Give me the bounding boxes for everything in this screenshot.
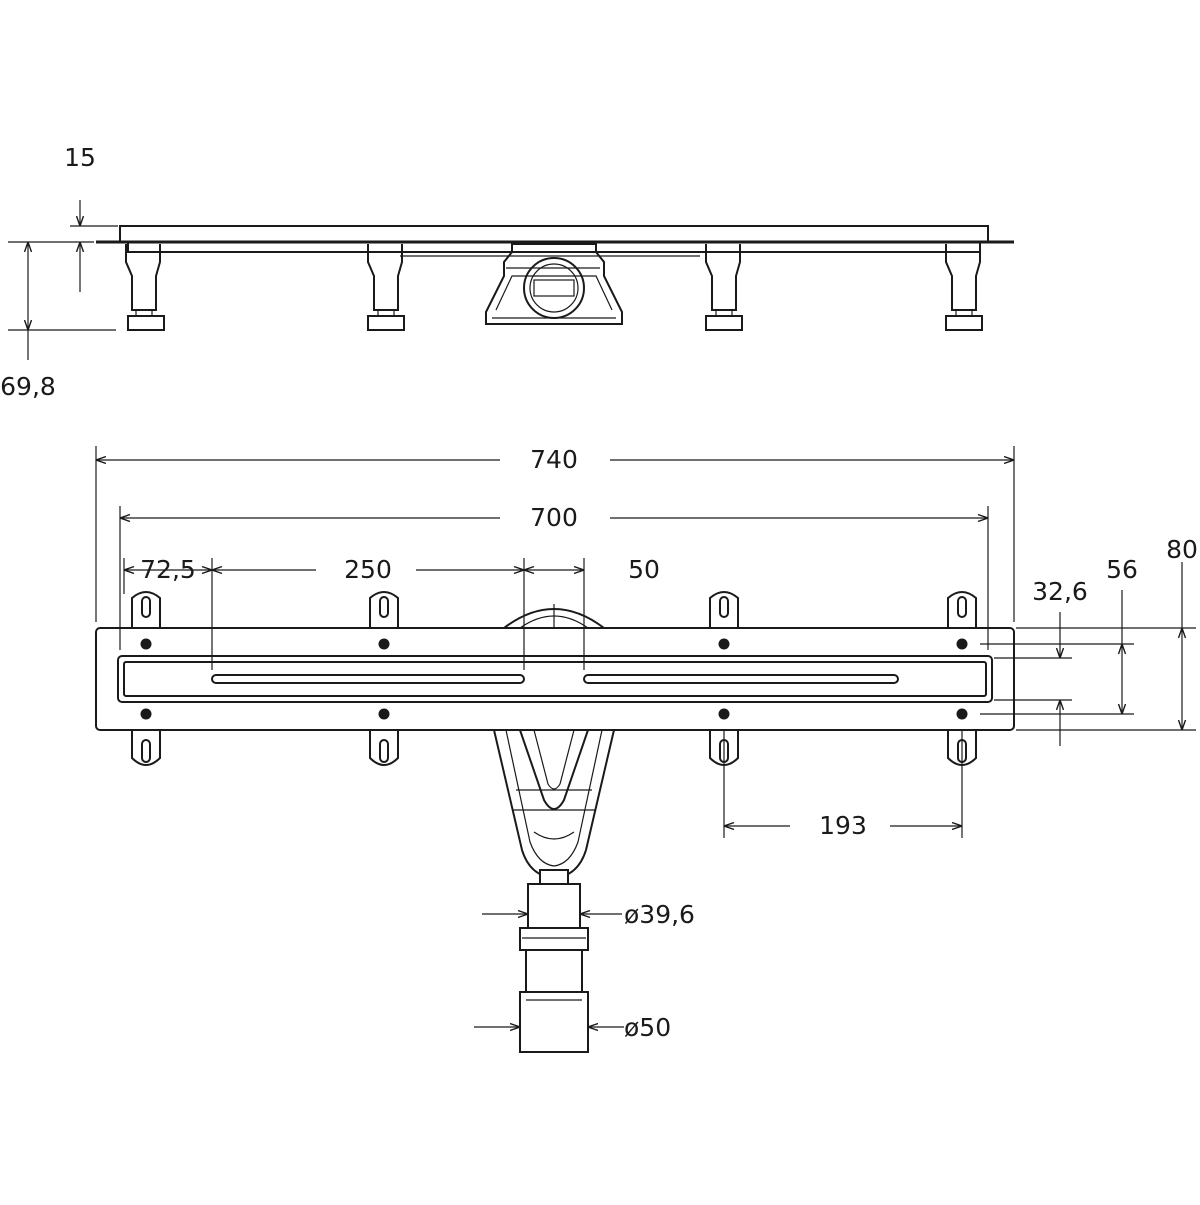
slot-right (583, 674, 899, 684)
dim-pipe-diameter: ø50 (474, 1013, 671, 1042)
dim-total-height-label: 69,8 (0, 372, 56, 401)
top-view: 740 700 72,5 250 50 (95, 445, 1198, 1053)
dim-leg-spacing: 193 (723, 730, 963, 840)
dim-pipe-diameter-label: ø50 (624, 1013, 671, 1042)
screw-holes (140, 638, 968, 720)
lugs-top (131, 591, 977, 628)
drain-channel (117, 655, 993, 703)
dim-grate-height: 15 (64, 143, 118, 292)
side-leg-2 (367, 244, 405, 331)
side-leg-3 (705, 244, 743, 331)
outlet-pipe-end (523, 257, 585, 319)
outlet-neck (527, 883, 581, 929)
dim-overall-width-label: 80 (1166, 535, 1198, 564)
pipe-adapter (519, 927, 589, 951)
drain-pipe (519, 991, 589, 1053)
dim-leg-spacing-label: 193 (819, 811, 867, 840)
dim-end-offset-label: 72,5 (140, 555, 196, 584)
dim-channel-length: 700 (119, 503, 989, 650)
dim-grate-height-label: 15 (64, 143, 96, 172)
side-view: 15 69,8 (0, 143, 1014, 401)
dim-slot-chain: 72,5 250 50 (123, 555, 660, 670)
dim-widths: 32,6 56 80 (980, 535, 1198, 746)
slot-left (211, 674, 525, 684)
side-leg-4 (945, 244, 983, 331)
dim-inner-width-label: 32,6 (1032, 577, 1088, 606)
dim-outlet-diameter: ø39,6 (482, 900, 695, 929)
side-leg-1 (125, 244, 165, 331)
side-outlet-housing (485, 243, 623, 325)
dim-channel-length-label: 700 (530, 503, 578, 532)
dim-channel-width-label: 56 (1106, 555, 1138, 584)
dim-overall-length: 740 (95, 445, 1015, 622)
dim-total-height: 69,8 (0, 241, 116, 401)
dim-center-gap-label: 50 (628, 555, 660, 584)
dim-outlet-diameter-label: ø39,6 (624, 900, 695, 929)
dim-overall-length-label: 740 (530, 445, 578, 474)
lugs-bottom (131, 730, 977, 766)
dim-slot-length-label: 250 (344, 555, 392, 584)
grate-plate (119, 225, 989, 243)
outlet-funnel (493, 729, 615, 1053)
